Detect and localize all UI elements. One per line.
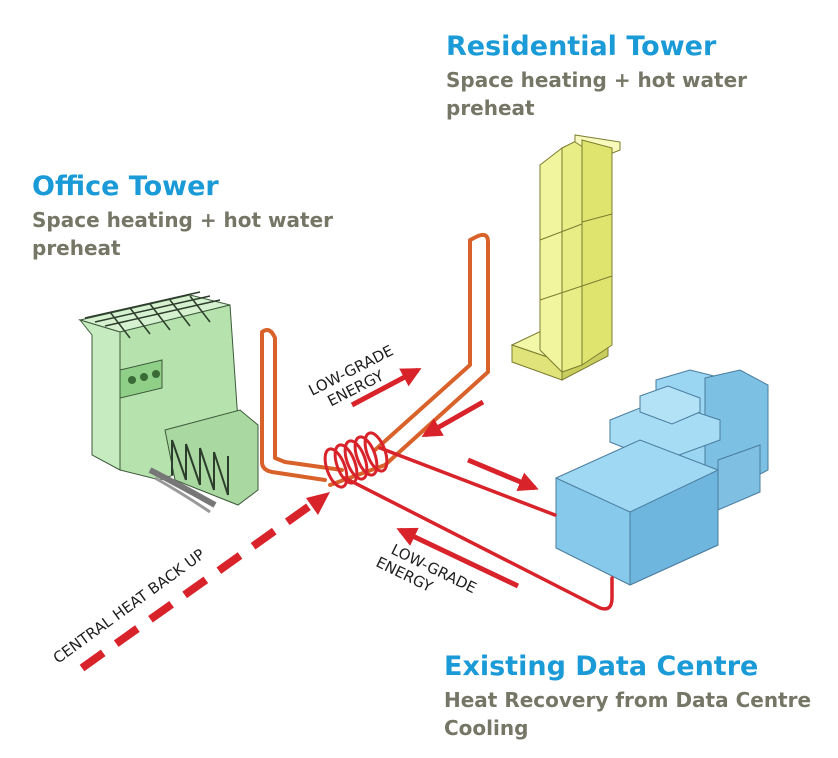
data-centre-building: [555, 369, 769, 586]
arrow-to-data-centre: [467, 457, 539, 492]
residential-tower-subtitle: Space heating + hot water preheat: [446, 68, 748, 120]
central-backup-label: CENTRAL HEAT BACK UP: [50, 545, 208, 667]
flow-arrows: [350, 367, 539, 589]
heat-exchanger-coil: [323, 431, 389, 489]
office-tower-title: Office Tower: [32, 171, 219, 202]
office-loop-pipe: [260, 328, 344, 482]
residential-loop-pipe: [328, 232, 490, 487]
office-tower-building: [78, 291, 259, 514]
office-tower-subtitle: Space heating + hot water preheat: [32, 208, 334, 260]
arrow-to-residential: [350, 367, 422, 408]
bottom-energy-label: LOW-GRADE ENERGY: [373, 540, 479, 597]
arrow-from-residential: [421, 399, 485, 438]
data-centre-subtitle: Heat Recovery from Data Centre Cooling: [444, 688, 812, 740]
central-backup-line: [79, 492, 330, 672]
central-backup-text: CENTRAL HEAT BACK UP: [50, 545, 208, 667]
data-centre-loop-pipe: [343, 446, 614, 611]
residential-tower-title: Residential Tower: [446, 31, 717, 62]
residential-tower-building: [510, 134, 621, 381]
data-centre-title: Existing Data Centre: [444, 651, 759, 682]
arrow-from-data-centre: [396, 527, 520, 589]
